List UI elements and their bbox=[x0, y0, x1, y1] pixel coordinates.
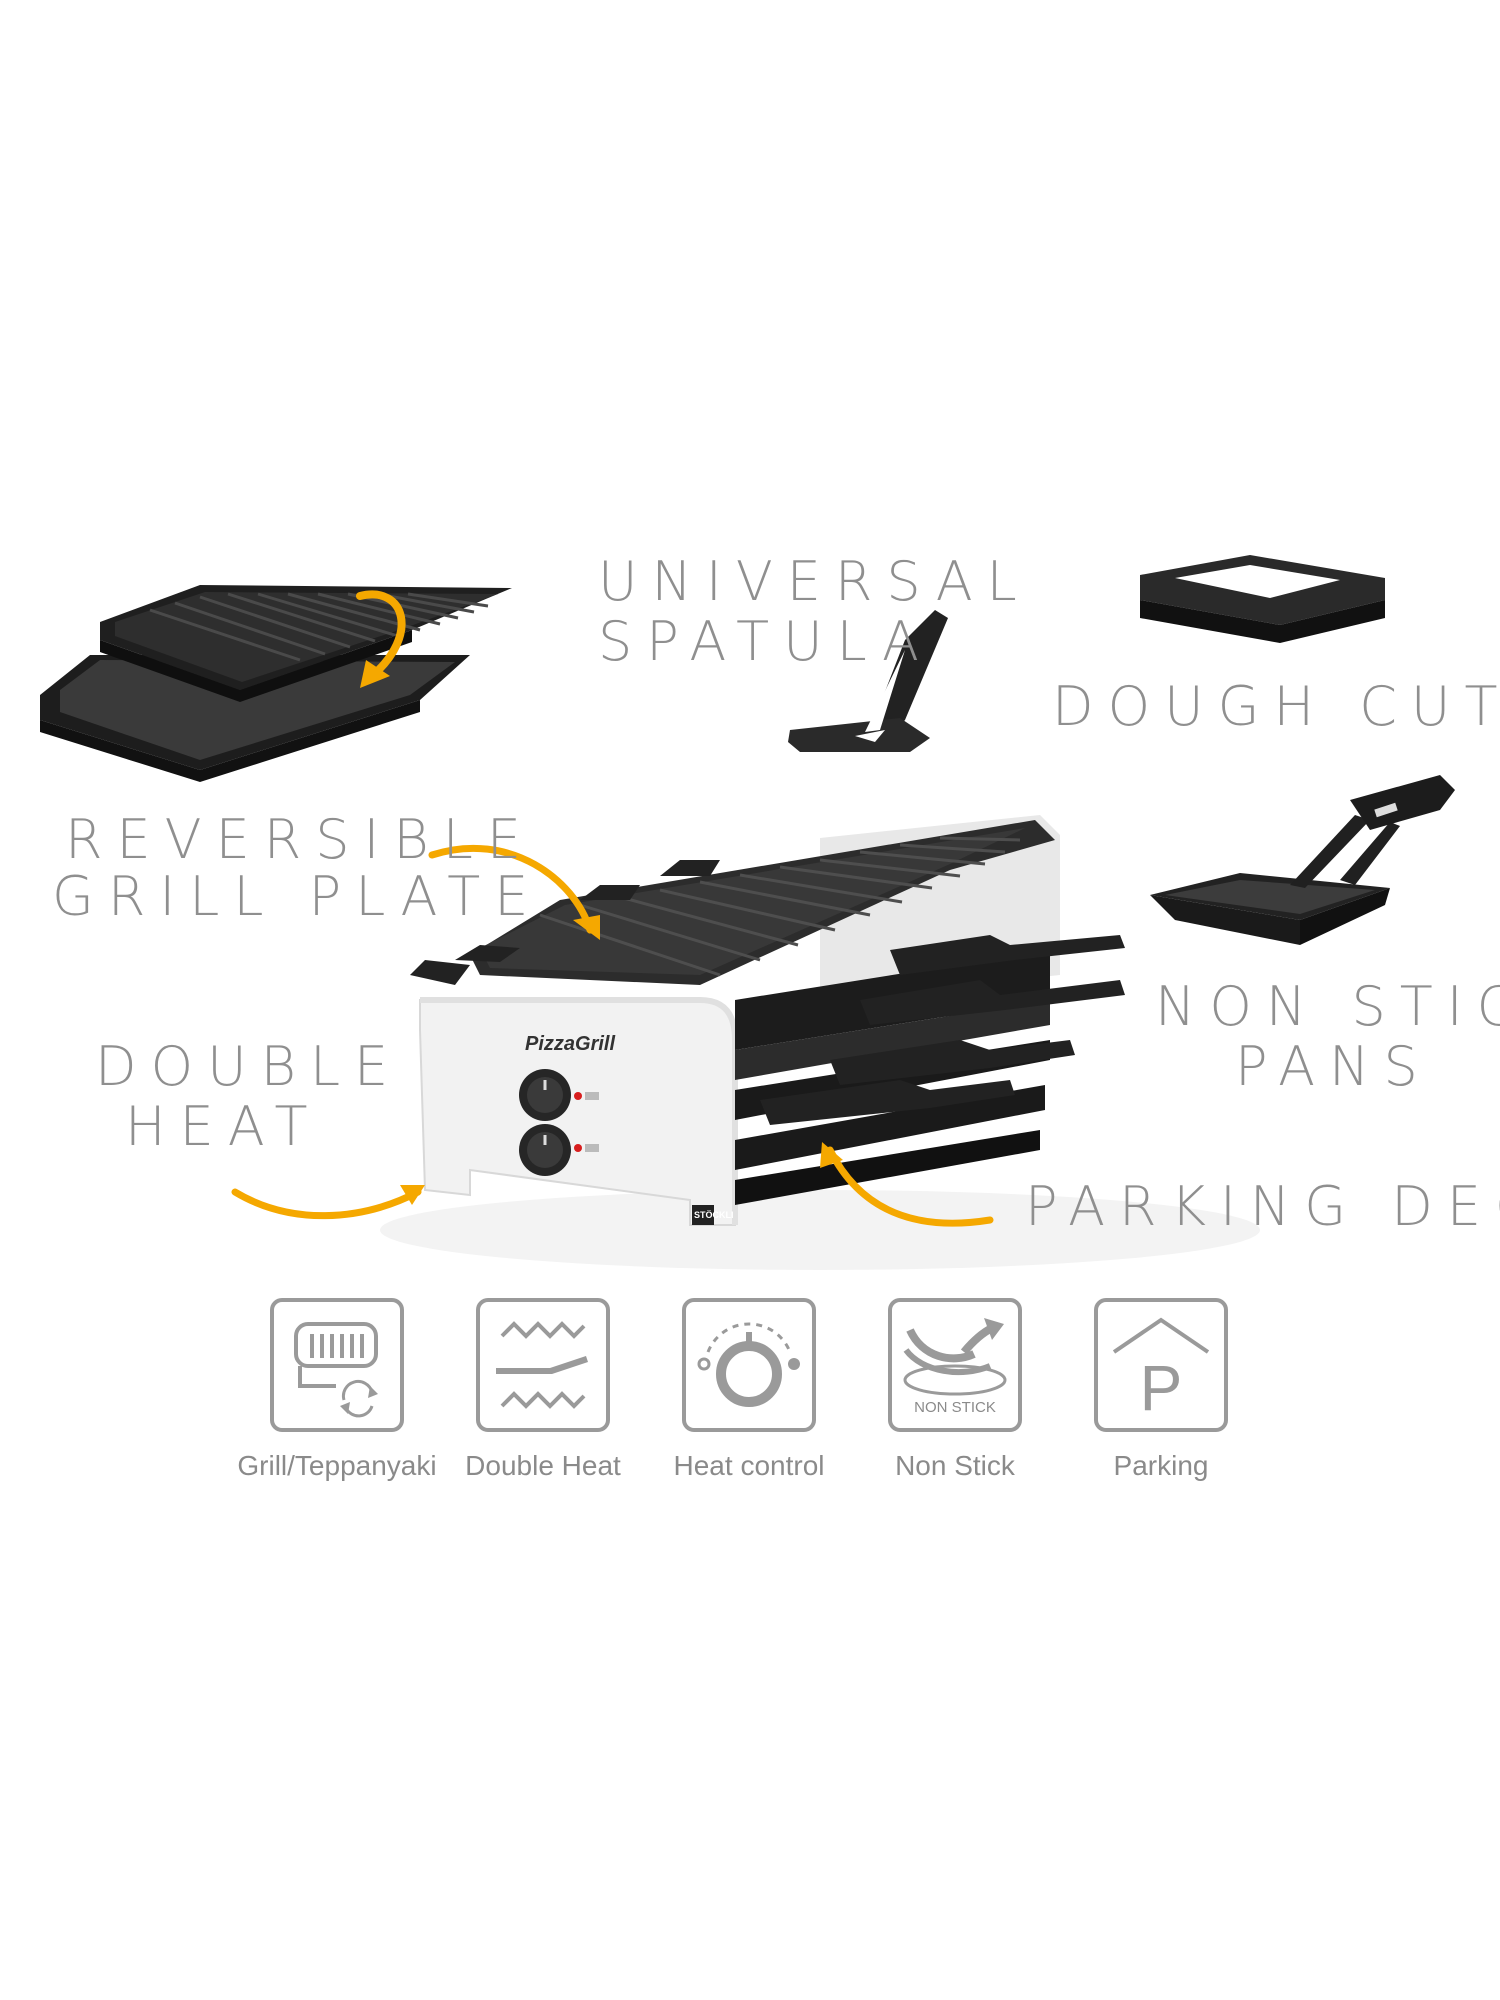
parking-badge: P bbox=[1140, 1352, 1183, 1424]
label-pans: PANS bbox=[1235, 1035, 1432, 1098]
non-stick-icon: NON STICK bbox=[888, 1298, 1022, 1432]
arrows bbox=[231, 844, 994, 1227]
feature-non-stick: NON STICK Non Stick bbox=[850, 1298, 1060, 1482]
heat-control-icon bbox=[682, 1298, 816, 1432]
feature-double-heat: Double Heat bbox=[438, 1298, 648, 1482]
arrow-heads bbox=[400, 915, 843, 1205]
feature-label-grill-teppanyaki: Grill/Teppanyaki bbox=[237, 1450, 437, 1481]
double-heat-arrow bbox=[231, 1188, 422, 1220]
label-spatula: SPATULA bbox=[598, 610, 933, 673]
feature-label-non-stick: Non Stick bbox=[895, 1450, 1015, 1481]
pizzagrill-appliance-image: PizzaGrill STÖCKLI bbox=[380, 815, 1260, 1270]
product-brand-label: PizzaGrill bbox=[525, 1033, 615, 1055]
label-reversible: REVERSIBLE bbox=[65, 808, 535, 871]
feature-label-parking: Parking bbox=[1113, 1450, 1209, 1481]
label-grill-plate: GRILL PLATE bbox=[52, 865, 542, 928]
universal-spatula-image bbox=[788, 610, 948, 752]
feature-heat-control: Heat control bbox=[644, 1298, 854, 1482]
reversible-arrow bbox=[428, 844, 594, 934]
product-maker-badge: STÖCKLI bbox=[694, 1210, 734, 1220]
parking-deck-arrow bbox=[826, 1146, 994, 1227]
reversible-plates-image bbox=[40, 585, 512, 782]
non-stick-badge: NON STICK bbox=[914, 1399, 996, 1416]
label-dough-cutter: DOUGH CUTTER bbox=[1052, 675, 1500, 738]
label-heat: HEAT bbox=[125, 1095, 321, 1158]
label-universal: UNIVERSAL bbox=[598, 550, 1031, 613]
grill-teppanyaki-icon bbox=[270, 1298, 404, 1432]
label-double: DOUBLE bbox=[95, 1035, 402, 1098]
double-heat-icon bbox=[476, 1298, 610, 1432]
feature-parking: P Parking bbox=[1056, 1298, 1266, 1482]
parking-icon: P bbox=[1094, 1298, 1228, 1432]
label-parking-deck: PARKING DECK bbox=[1025, 1175, 1500, 1238]
label-non-stick: NON STICK bbox=[1155, 975, 1500, 1038]
feature-label-heat-control: Heat control bbox=[673, 1450, 825, 1481]
non-stick-pan-image bbox=[1150, 775, 1455, 945]
feature-label-double-heat: Double Heat bbox=[465, 1450, 621, 1481]
feature-grill-teppanyaki: Grill/Teppanyaki bbox=[232, 1298, 442, 1482]
dough-cutter-image bbox=[1140, 555, 1385, 643]
